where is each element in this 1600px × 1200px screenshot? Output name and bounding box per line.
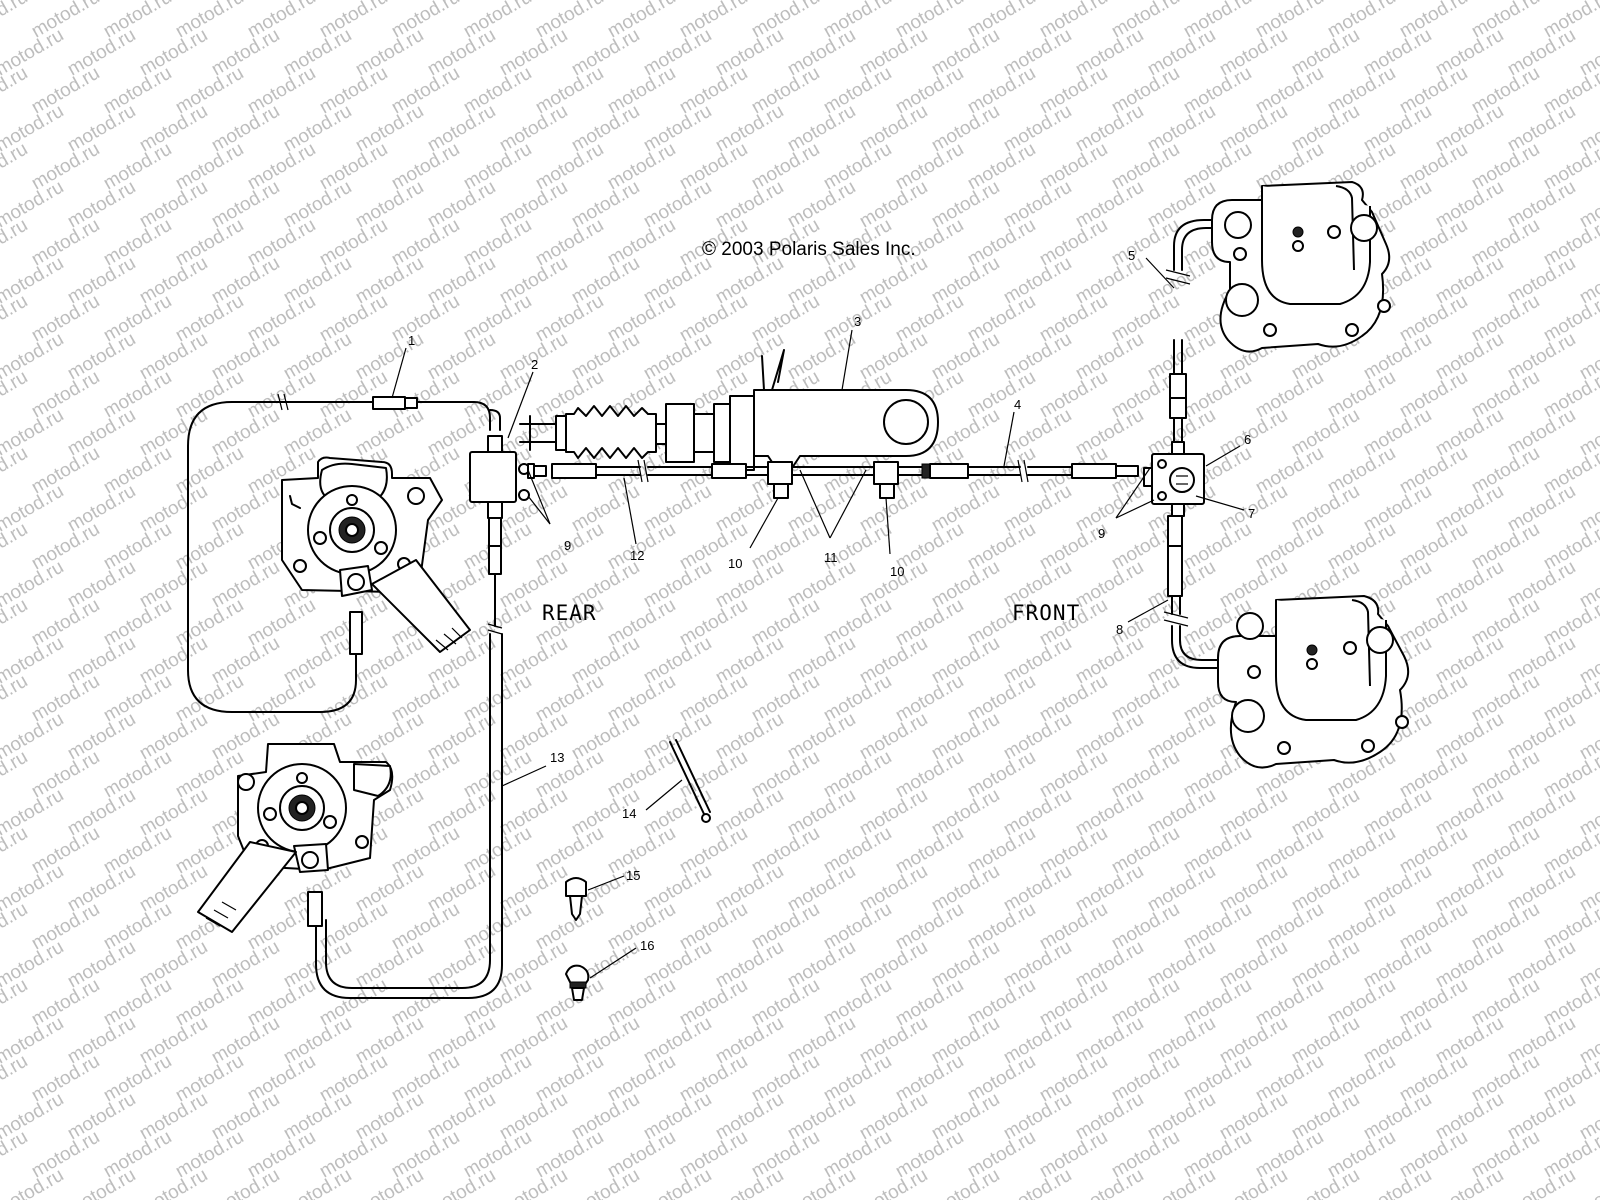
rear-caliper-fitting	[349, 611, 363, 655]
watermark-text: motod.ru	[0, 0, 31, 42]
union-nut-10a	[767, 461, 793, 485]
watermark-text: motod.ru	[1000, 1165, 1075, 1200]
watermark-text: motod.ru	[784, 1165, 859, 1200]
watermark-text: motod.ru	[0, 519, 31, 575]
union-nut-10b	[873, 461, 899, 485]
callout-9-front: 9	[1098, 526, 1105, 541]
callout-11: 11	[824, 550, 838, 565]
push-rivet-15	[565, 877, 587, 921]
watermark-text: motod.ru	[64, 1165, 139, 1200]
watermark-text: motod.ru	[0, 215, 31, 271]
hose-ferrule-1	[372, 396, 406, 410]
copyright-text: © 2003 Polaris Sales Inc.	[702, 239, 916, 260]
callout-4: 4	[1014, 397, 1021, 412]
watermark-text: motod.ru	[0, 595, 31, 651]
watermark-text: motod.ru	[856, 1165, 931, 1200]
rear-junction-block	[469, 435, 530, 519]
watermark-text: motod.ru	[1144, 1165, 1219, 1200]
rear-hose-13	[307, 517, 503, 999]
cable-tie-14	[669, 739, 711, 823]
callout-16: 16	[640, 938, 654, 953]
brake-lines-center	[527, 459, 1139, 499]
callout-1: 1	[408, 333, 415, 348]
callout-2: 2	[531, 357, 538, 372]
watermark-text: motod.ru	[1360, 1165, 1435, 1200]
watermark-text: motod.ru	[0, 291, 31, 347]
watermark-text: motod.ru	[0, 975, 31, 1031]
watermark-text: motod.ru	[0, 671, 31, 727]
watermark-text: motod.ru	[640, 1165, 715, 1200]
front-label: FRONT	[1012, 601, 1080, 625]
watermark-text: motod.ru	[1072, 1165, 1147, 1200]
watermark-text: motod.ru	[0, 823, 31, 879]
watermark-text: motod.ru	[712, 1165, 787, 1200]
hose-ferrule-1b	[404, 397, 418, 409]
watermark-text: motod.ru	[1576, 1165, 1600, 1200]
watermark-text: motod.ru	[208, 1165, 283, 1200]
callout-15: 15	[626, 868, 640, 883]
hose-clip-16	[565, 964, 590, 1001]
rear-hose-loop	[187, 393, 501, 713]
leader-lines	[391, 257, 1245, 979]
watermark-text: motod.ru	[0, 899, 31, 955]
callout-8: 8	[1116, 622, 1123, 637]
watermark-text: motod.ru	[280, 1165, 355, 1200]
callout-6: 6	[1244, 432, 1251, 447]
callout-10-right: 10	[890, 564, 904, 579]
watermark-text: motod.ru	[0, 1051, 31, 1107]
front-caliper-upper	[1211, 181, 1391, 353]
callout-9-rear: 9	[564, 538, 571, 553]
watermark-text: motod.ru	[352, 1165, 427, 1200]
watermark-text: motod.ru	[928, 1165, 1003, 1200]
watermark-text: motod.ru	[0, 443, 31, 499]
watermark-text: motod.ru	[424, 1165, 499, 1200]
watermark-text: motod.ru	[0, 747, 31, 803]
front-junction-block	[1143, 441, 1205, 517]
watermark-text: motod.ru	[0, 63, 31, 119]
watermark-text: motod.ru	[0, 1127, 31, 1183]
watermark-text: motod.ru	[0, 139, 31, 195]
callout-5: 5	[1128, 248, 1135, 263]
rear-label: REAR	[542, 601, 597, 625]
watermark-text: motod.ru	[1288, 1165, 1363, 1200]
master-cylinder	[519, 349, 939, 471]
callout-7: 7	[1248, 506, 1255, 521]
callout-13: 13	[550, 750, 564, 765]
callout-12: 12	[630, 548, 644, 563]
watermark-text: motod.ru	[568, 1165, 643, 1200]
watermark-text: motod.ru	[496, 1165, 571, 1200]
callout-10-left: 10	[728, 556, 742, 571]
rear-caliper-lower	[197, 743, 394, 933]
callout-3: 3	[854, 314, 861, 329]
watermark-text: motod.ru	[1576, 0, 1600, 4]
front-caliper-lower	[1217, 595, 1410, 769]
watermark-text: motod.ru	[136, 1165, 211, 1200]
rear-caliper-upper	[281, 456, 471, 653]
watermark-text: motod.ru	[0, 367, 31, 423]
watermark-text: motod.ru	[1504, 1165, 1579, 1200]
watermark-text: motod.ru	[1432, 1165, 1507, 1200]
callout-14: 14	[622, 806, 636, 821]
watermark-text: motod.ru	[1216, 1165, 1291, 1200]
